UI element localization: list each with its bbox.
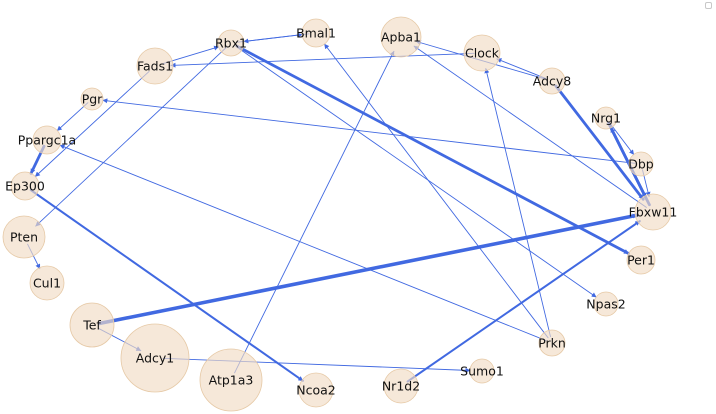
node-circle[interactable] (120, 323, 190, 393)
edge-adcy8-to-fbxw11 (554, 84, 645, 201)
node-label: Bmal1 (296, 26, 336, 41)
node-apba1[interactable]: Apba1 (380, 16, 422, 58)
node-label: Pgr (82, 92, 103, 107)
node-label: Tef (82, 318, 101, 333)
node-dbp[interactable]: Dbp (628, 151, 654, 177)
node-circle[interactable] (10, 171, 40, 201)
node-circle[interactable] (80, 87, 104, 111)
node-rbx1[interactable]: Rbx1 (215, 29, 247, 57)
edge-clock-to-fads1 (170, 52, 475, 68)
edge-nr1d2-to-fbxw11 (406, 220, 641, 383)
node-circle[interactable] (628, 151, 654, 177)
node-fads1[interactable]: Fads1 (136, 47, 174, 85)
node-prkn[interactable]: Prkn (538, 329, 566, 357)
node-label: Atp1a3 (209, 373, 254, 388)
node-circle[interactable] (593, 291, 619, 317)
node-fbxw11[interactable]: Fbxw11 (629, 193, 678, 231)
edge-fads1-to-ep300 (34, 70, 150, 177)
edges-layer (27, 32, 651, 383)
node-label: Fbxw11 (629, 205, 678, 220)
node-circle[interactable] (594, 106, 618, 130)
node-label: Adcy1 (136, 351, 175, 366)
node-adcy8[interactable]: Adcy8 (533, 67, 572, 95)
node-label: Sumo1 (460, 364, 504, 379)
node-circle[interactable] (32, 125, 62, 155)
edge-rbx1-to-bmal1 (237, 32, 303, 43)
node-atp1a3[interactable]: Atp1a3 (199, 348, 263, 412)
node-label: Prkn (538, 336, 566, 351)
node-circle[interactable] (2, 215, 46, 259)
node-label: Rbx1 (215, 36, 247, 51)
node-label: Nrg1 (591, 111, 621, 126)
edge-dbp-to-pgr (102, 98, 636, 164)
node-label: Ep300 (5, 179, 45, 194)
edge-pgr-to-ppargc1a (56, 102, 89, 132)
node-label: Cul1 (33, 276, 61, 291)
node-circle[interactable] (383, 368, 419, 404)
node-label: Ncoa2 (296, 383, 335, 398)
edge-adcy8-to-clock (496, 58, 547, 80)
node-circle[interactable] (301, 18, 331, 48)
node-label: Ppargc1a (18, 133, 76, 148)
node-per1[interactable]: Per1 (626, 245, 656, 275)
edge-rbx1-to-npas2 (235, 46, 597, 298)
edge-rbx1-to-per1 (235, 44, 630, 255)
node-circle[interactable] (626, 245, 656, 275)
node-circle[interactable] (69, 302, 115, 348)
node-label: Dbp (628, 157, 654, 172)
node-label: Clock (465, 46, 500, 61)
node-label: Npas2 (586, 297, 625, 312)
node-circle[interactable] (298, 372, 334, 408)
node-label: Pten (10, 230, 38, 245)
node-cul1[interactable]: Cul1 (29, 265, 65, 301)
edge-atp1a3-to-apba1 (234, 50, 395, 374)
edge-fbxw11-to-apba1 (413, 45, 647, 208)
node-circle[interactable] (463, 34, 501, 72)
node-circle[interactable] (217, 29, 245, 57)
node-label: Adcy8 (533, 74, 572, 89)
node-ppargc1a[interactable]: Ppargc1a (18, 125, 76, 155)
node-circle[interactable] (634, 193, 672, 231)
node-circle[interactable] (136, 47, 174, 85)
node-circle[interactable] (199, 348, 263, 412)
node-ep300[interactable]: Ep300 (5, 171, 45, 201)
edge-prkn-to-bmal1 (324, 43, 549, 339)
node-label: Per1 (627, 253, 655, 268)
node-pgr[interactable]: Pgr (80, 87, 104, 111)
edge-prkn-to-ppargc1a (59, 144, 547, 342)
node-clock[interactable]: Clock (463, 34, 501, 72)
node-label: Nr1d2 (382, 379, 420, 394)
node-adcy1[interactable]: Adcy1 (120, 323, 190, 393)
node-circle[interactable] (29, 265, 65, 301)
node-circle[interactable] (538, 329, 566, 357)
node-npas2[interactable]: Npas2 (586, 291, 626, 317)
node-label: Fads1 (137, 59, 173, 74)
edge-prkn-to-clock (484, 68, 551, 338)
node-label: Apba1 (381, 30, 421, 45)
node-circle[interactable] (469, 358, 495, 384)
node-circle[interactable] (538, 67, 566, 95)
edge-ep300-to-ncoa2 (29, 189, 304, 382)
node-nr1d2[interactable]: Nr1d2 (382, 368, 420, 404)
node-circle[interactable] (380, 16, 422, 58)
node-tef[interactable]: Tef (69, 302, 115, 348)
edge-rbx1-to-pten (35, 46, 227, 227)
corner-checkbox[interactable] (705, 2, 712, 9)
node-pten[interactable]: Pten (2, 215, 46, 259)
node-sumo1[interactable]: Sumo1 (460, 358, 504, 384)
node-nrg1[interactable]: Nrg1 (591, 106, 621, 130)
node-ncoa2[interactable]: Ncoa2 (296, 372, 336, 408)
node-bmal1[interactable]: Bmal1 (296, 18, 336, 48)
